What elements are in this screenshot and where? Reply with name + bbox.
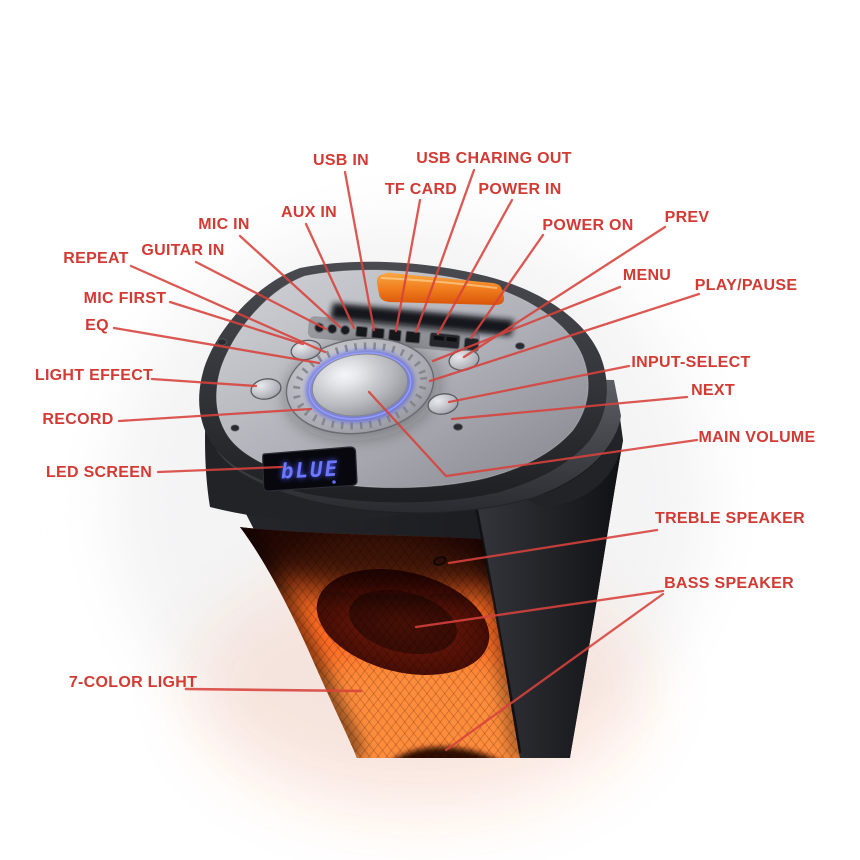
port-strip [307, 316, 481, 354]
label-led-screen: LED SCREEN [45, 464, 153, 481]
leader-bass-speaker-2 [444, 592, 665, 752]
leader-usb-in [343, 170, 376, 332]
main-volume-knob [284, 337, 440, 441]
label-menu: MENU [622, 267, 672, 284]
leader-guitar-in [194, 260, 328, 331]
label-eq: EQ [85, 317, 109, 334]
repeat-button [290, 339, 322, 361]
label-repeat: REPEAT [63, 250, 129, 267]
label-usb-in: USB IN [312, 152, 370, 169]
leader-lines [112, 168, 701, 752]
leader-mic-first [168, 300, 305, 346]
leader-record [117, 407, 313, 423]
leader-menu [431, 285, 622, 363]
label-record: RECORD [42, 411, 114, 428]
leader-tf-card [394, 198, 422, 333]
leader-repeat [129, 264, 327, 354]
panel-buttons [250, 339, 480, 415]
leader-bass-speaker-1 [414, 589, 665, 629]
label-main-volume: MAIN VOLUME [698, 429, 816, 446]
label-play-pause: PLAY/PAUSE [694, 277, 798, 294]
label-bass-speaker: BASS SPEAKER [664, 575, 794, 592]
guitar-jack-port [327, 323, 338, 335]
leader-next [450, 395, 689, 421]
treble-speaker-dot [433, 556, 447, 566]
leader-light-effect [150, 377, 258, 388]
label-aux-in: AUX IN [280, 204, 338, 221]
label-prev: PREV [664, 209, 710, 226]
label-input-select: INPUT-SELECT [631, 354, 751, 371]
handle-slot [330, 303, 514, 336]
leader-aux-in [304, 222, 356, 330]
leader-eq [112, 326, 321, 365]
svg-text:bLUE: bLUE [280, 456, 340, 483]
label-tf-card: TF CARD [384, 181, 458, 198]
leader-usb-charing-out [414, 168, 476, 334]
leader-mic-in [238, 234, 342, 329]
usb-port [355, 325, 368, 338]
aux-jack-port [339, 324, 351, 336]
label-mic-first: MIC FIRST [83, 290, 167, 307]
label-guitar-in: GUITAR IN [141, 242, 225, 259]
leader-power-on [469, 233, 545, 340]
light-effect-button [250, 378, 282, 400]
label-power-on: POWER ON [542, 217, 634, 234]
label-light-effect: LIGHT EFFECT [34, 367, 154, 384]
label-mic-in: MIC IN [198, 216, 250, 233]
leader-main-volume [367, 390, 699, 478]
led-screen: bLUE bLUE [262, 446, 358, 492]
leader-seven-color-light [184, 687, 363, 693]
label-next: NEXT [691, 382, 735, 399]
label-power-in: POWER IN [478, 181, 562, 198]
led-screen-text: bLUE [280, 456, 340, 483]
leader-input-select [447, 364, 631, 404]
leader-play-pause [428, 292, 701, 383]
leader-treble-speaker [447, 528, 659, 565]
panel-screws [217, 338, 525, 432]
leader-led-screen [156, 465, 284, 474]
label-usb-charing-out: USB CHARING OUT [416, 150, 572, 167]
leader-power-in [436, 198, 514, 336]
label-treble-speaker: TREBLE SPEAKER [655, 510, 805, 527]
knob-tick-ring [292, 342, 428, 430]
label-seven-color-light: 7-COLOR LIGHT [68, 674, 198, 691]
carry-handle [376, 272, 505, 305]
side-panel [472, 440, 623, 758]
